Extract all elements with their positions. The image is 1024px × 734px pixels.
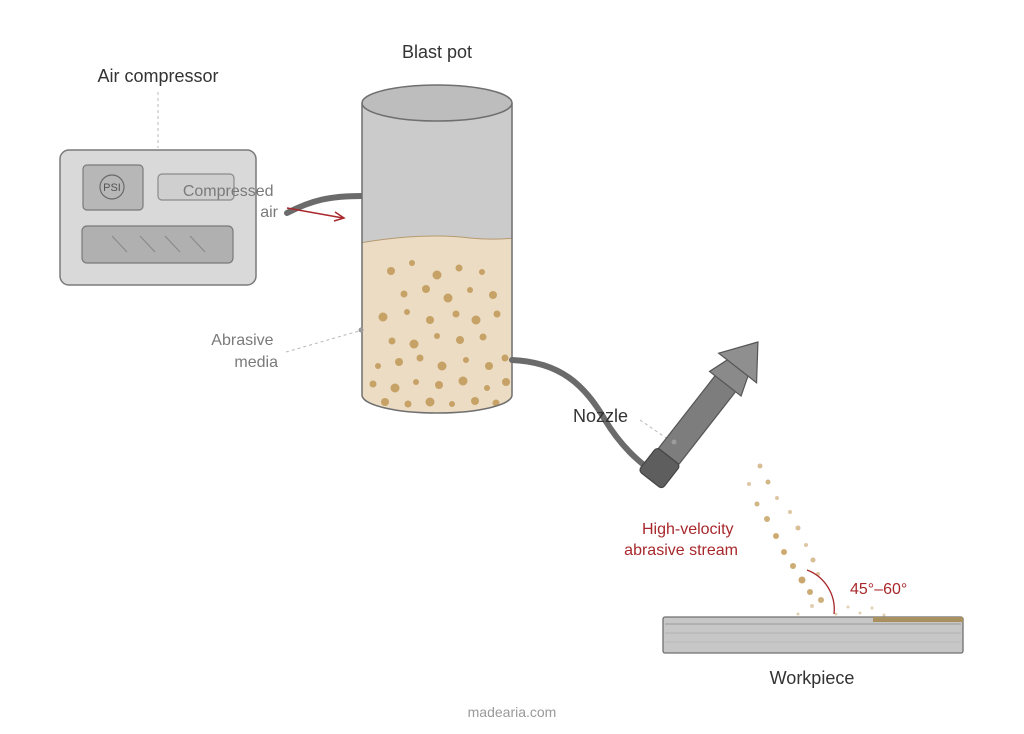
angle-label: 45°–60° xyxy=(850,581,907,598)
air-flow-arrow xyxy=(286,207,346,222)
nozzle-barrel xyxy=(657,374,737,466)
pot-lid xyxy=(361,84,513,122)
nozzle-marker xyxy=(671,439,677,445)
blast-pot xyxy=(361,84,513,414)
workpiece-body xyxy=(662,616,964,654)
blast-hose xyxy=(509,357,653,473)
control-panel xyxy=(157,173,235,201)
vent-grille xyxy=(81,225,234,264)
psi-gauge-icon xyxy=(99,174,125,200)
watermark: madearia.com xyxy=(468,704,557,720)
blast-nozzle xyxy=(639,341,759,489)
abrasive-stream xyxy=(747,463,886,617)
nozzle-cone xyxy=(717,341,759,384)
air-compressor-label: Air compressor xyxy=(97,66,218,86)
abrasive-media-leader xyxy=(285,330,360,353)
nozzle-label: Nozzle xyxy=(573,406,628,426)
workpiece-label: Workpiece xyxy=(770,668,855,688)
abrasive-media-label: Abrasive media xyxy=(211,332,278,371)
media-particles xyxy=(369,260,510,408)
nozzle-grip xyxy=(639,448,680,489)
blast-pot-label: Blast pot xyxy=(402,42,472,62)
workpiece xyxy=(662,616,964,654)
abrasive-stream-label: High-velocity abrasive stream xyxy=(624,521,738,559)
abrasive-media-fill xyxy=(362,235,512,413)
angle-arc xyxy=(806,569,835,615)
compressed-air-label: Compressed air xyxy=(183,183,279,221)
abrasive-media-marker xyxy=(358,327,364,333)
psi-label: PSI xyxy=(103,182,121,194)
air-compressor: PSI xyxy=(59,149,257,286)
coating-layer xyxy=(873,617,963,622)
vent-slats xyxy=(111,235,206,253)
